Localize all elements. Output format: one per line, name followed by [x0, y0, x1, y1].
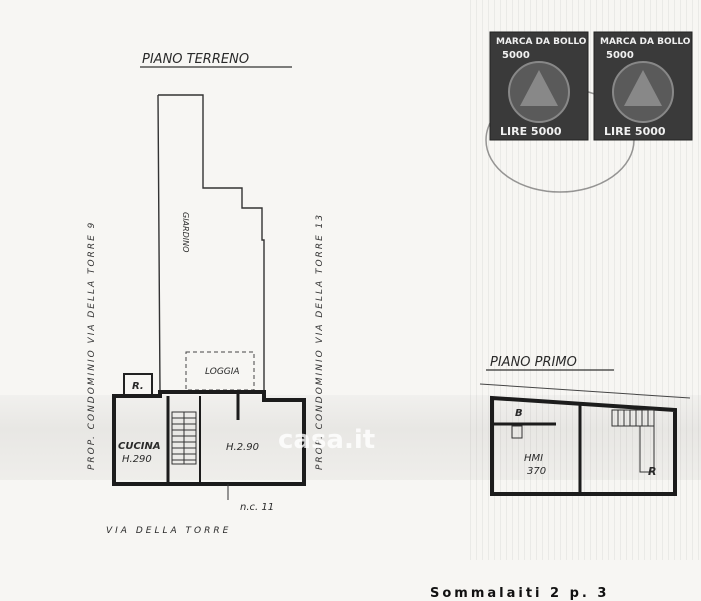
street-number: n.c. 11	[240, 502, 274, 513]
stamp-1-top: MARCA DA BOLLO	[496, 37, 587, 47]
first-floor-roofline	[479, 383, 691, 399]
first-floor-room-label-b: 370	[527, 466, 546, 477]
garden-outline	[157, 94, 265, 393]
first-floor-walls	[490, 395, 677, 496]
room-height: H.2.90	[226, 442, 259, 453]
stairs-ground-floor	[171, 411, 197, 465]
ground-floor-title: PIANO TERRENO	[142, 52, 249, 67]
stamp-2-top: MARCA DA BOLLO	[600, 37, 691, 47]
stamp-2-value: 5000	[606, 50, 634, 61]
first-floor-r-marker: R	[648, 465, 656, 478]
tax-stamp-2: MARCA DA BOLLO 5000 LIRE 5000	[593, 31, 693, 141]
stamp-1-bottom: LIRE 5000	[500, 125, 562, 138]
small-room-r-label: R.	[132, 381, 144, 392]
footer-text: Sommalaiti 2 p. 3	[430, 586, 610, 601]
street-label: VIA DELLA TORRE	[106, 526, 231, 536]
right-neighbor-label: PROP. CONDOMINIO VIA DELLA TORRE 13	[315, 213, 325, 470]
fixture-box	[511, 425, 523, 439]
kitchen-height: H.290	[122, 454, 152, 465]
ground-floor-walls	[112, 390, 306, 486]
kitchen-label: CUCINA	[118, 441, 161, 452]
stairs-first-floor	[611, 409, 655, 473]
watermark: casa.it	[278, 425, 375, 455]
left-neighbor-label: PROP. CONDOMINIO VIA DELLA TORRE 9	[87, 221, 97, 470]
paper-fold-shadow	[0, 395, 701, 480]
first-floor-room-label-a: HMI	[524, 453, 543, 464]
first-floor-b-marker: B	[515, 408, 523, 419]
first-floor-title: PIANO PRIMO	[490, 355, 577, 370]
loggia-label: LOGGIA	[205, 367, 240, 377]
stamp-1-value: 5000	[502, 50, 530, 61]
stamp-2-bottom: LIRE 5000	[604, 125, 666, 138]
garden-label: GIARDINO	[181, 212, 190, 252]
tax-stamp-1: MARCA DA BOLLO 5000 LIRE 5000	[489, 31, 589, 141]
